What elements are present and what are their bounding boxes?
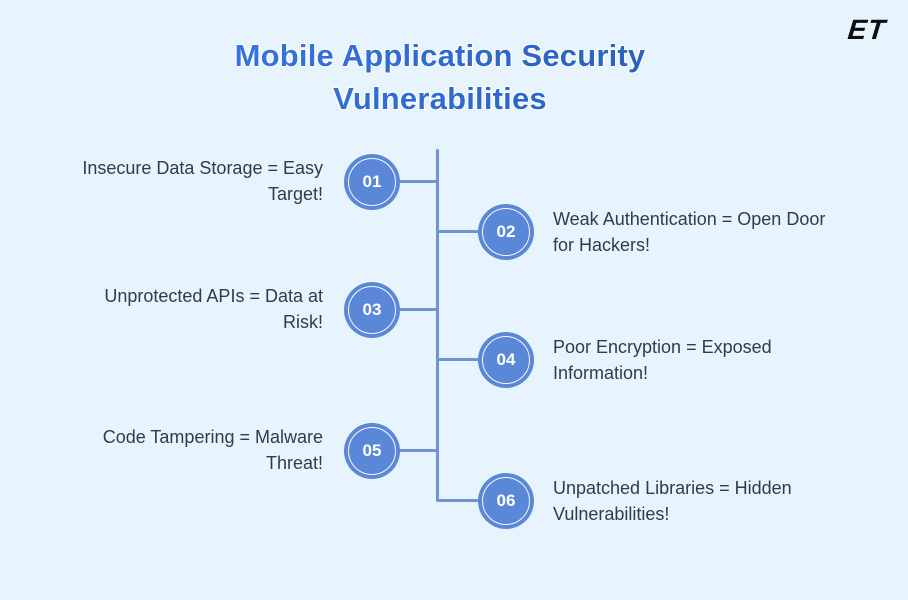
- item-label-5: Code Tampering = Malware Threat!: [102, 427, 323, 473]
- connector-line-6: [438, 499, 482, 502]
- et-logo: ET: [846, 14, 888, 45]
- timeline-spine: [436, 149, 439, 502]
- connector-line-3: [386, 308, 438, 311]
- item-number-badge-1: 01: [344, 154, 400, 210]
- item-label-3: Unprotected APIs = Data at Risk!: [104, 286, 323, 332]
- item-number-badge-4: 04: [478, 332, 534, 388]
- connector-line-1: [386, 180, 438, 183]
- item-number-badge-2: 02: [478, 204, 534, 260]
- item-label-1: Insecure Data Storage = Easy Target!: [82, 158, 323, 204]
- connector-line-2: [438, 230, 482, 233]
- item-label-2: Weak Authentication = Open Door for Hack…: [553, 209, 826, 255]
- item-number-badge-3: 03: [344, 282, 400, 338]
- item-label-4: Poor Encryption = Exposed Information!: [553, 337, 772, 383]
- connector-line-5: [386, 449, 438, 452]
- connector-line-4: [438, 358, 482, 361]
- item-number-badge-6: 06: [478, 473, 534, 529]
- page-title: Mobile Application Security Vulnerabilit…: [0, 34, 880, 120]
- item-label-6: Unpatched Libraries = Hidden Vulnerabili…: [553, 478, 792, 524]
- item-number-badge-5: 05: [344, 423, 400, 479]
